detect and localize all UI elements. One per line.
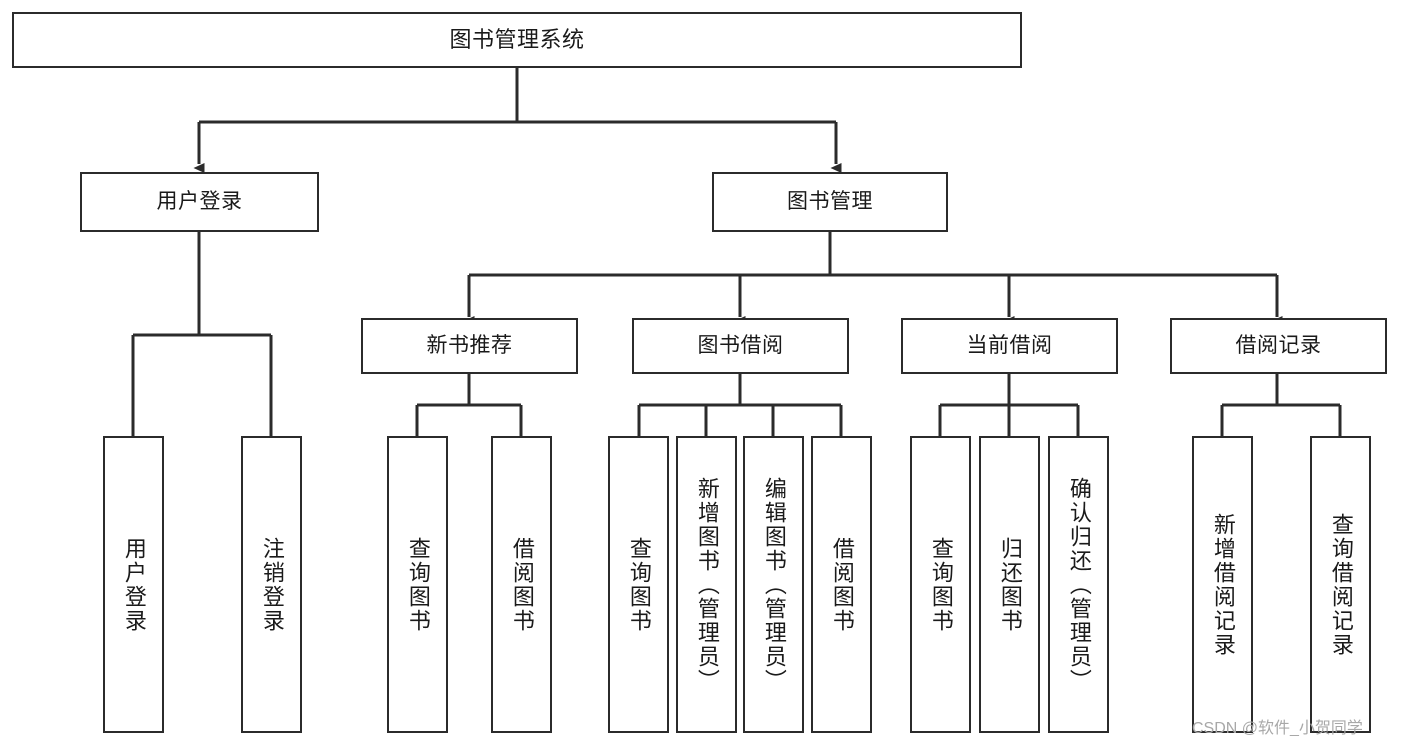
node-label: 新书推荐 <box>426 333 513 357</box>
node-label: 用户登录 <box>156 189 243 213</box>
leaf-borrow-edit-book-admin[interactable]: 编辑图书（管理员） <box>743 436 804 733</box>
node-label: 确认归还（管理员） <box>1066 476 1092 693</box>
node-label: 当前借阅 <box>966 333 1053 357</box>
node-label: 查询图书 <box>626 536 652 633</box>
leaf-recommend-query-book[interactable]: 查询图书 <box>387 436 448 733</box>
node-label: 查询图书 <box>405 536 431 633</box>
node-label: 查询借阅记录 <box>1328 512 1354 657</box>
node-label: 图书借阅 <box>697 333 784 357</box>
node-new-book-recommend[interactable]: 新书推荐 <box>361 318 578 374</box>
node-label: 新增图书（管理员） <box>694 476 720 693</box>
leaf-user-login-signin[interactable]: 用户登录 <box>103 436 164 733</box>
node-label: 编辑图书（管理员） <box>761 476 787 693</box>
leaf-recommend-borrow-book[interactable]: 借阅图书 <box>491 436 552 733</box>
node-label: 借阅记录 <box>1235 333 1322 357</box>
node-label: 图书管理系统 <box>449 27 585 53</box>
leaf-borrow-borrow-book[interactable]: 借阅图书 <box>811 436 872 733</box>
node-label: 借阅图书 <box>829 536 855 633</box>
node-label: 借阅图书 <box>509 536 535 633</box>
leaf-current-confirm-return-admin[interactable]: 确认归还（管理员） <box>1048 436 1109 733</box>
node-label: 查询图书 <box>928 536 954 633</box>
node-borrow-record[interactable]: 借阅记录 <box>1170 318 1387 374</box>
node-label: 注销登录 <box>259 536 285 633</box>
node-label: 图书管理 <box>787 189 873 213</box>
node-label: 新增借阅记录 <box>1210 512 1236 657</box>
node-book-borrow[interactable]: 图书借阅 <box>632 318 849 374</box>
node-user-login[interactable]: 用户登录 <box>80 172 319 232</box>
node-label: 用户登录 <box>121 536 147 633</box>
leaf-current-query-book[interactable]: 查询图书 <box>910 436 971 733</box>
leaf-borrow-add-book-admin[interactable]: 新增图书（管理员） <box>676 436 737 733</box>
leaf-user-login-signout[interactable]: 注销登录 <box>241 436 302 733</box>
leaf-current-return-book[interactable]: 归还图书 <box>979 436 1040 733</box>
leaf-borrow-query-book[interactable]: 查询图书 <box>608 436 669 733</box>
node-root-system[interactable]: 图书管理系统 <box>12 12 1022 68</box>
node-label: 归还图书 <box>997 536 1023 633</box>
node-current-borrow[interactable]: 当前借阅 <box>901 318 1118 374</box>
node-book-management[interactable]: 图书管理 <box>712 172 948 232</box>
leaf-record-add-record[interactable]: 新增借阅记录 <box>1192 436 1253 733</box>
leaf-record-query-record[interactable]: 查询借阅记录 <box>1310 436 1371 733</box>
